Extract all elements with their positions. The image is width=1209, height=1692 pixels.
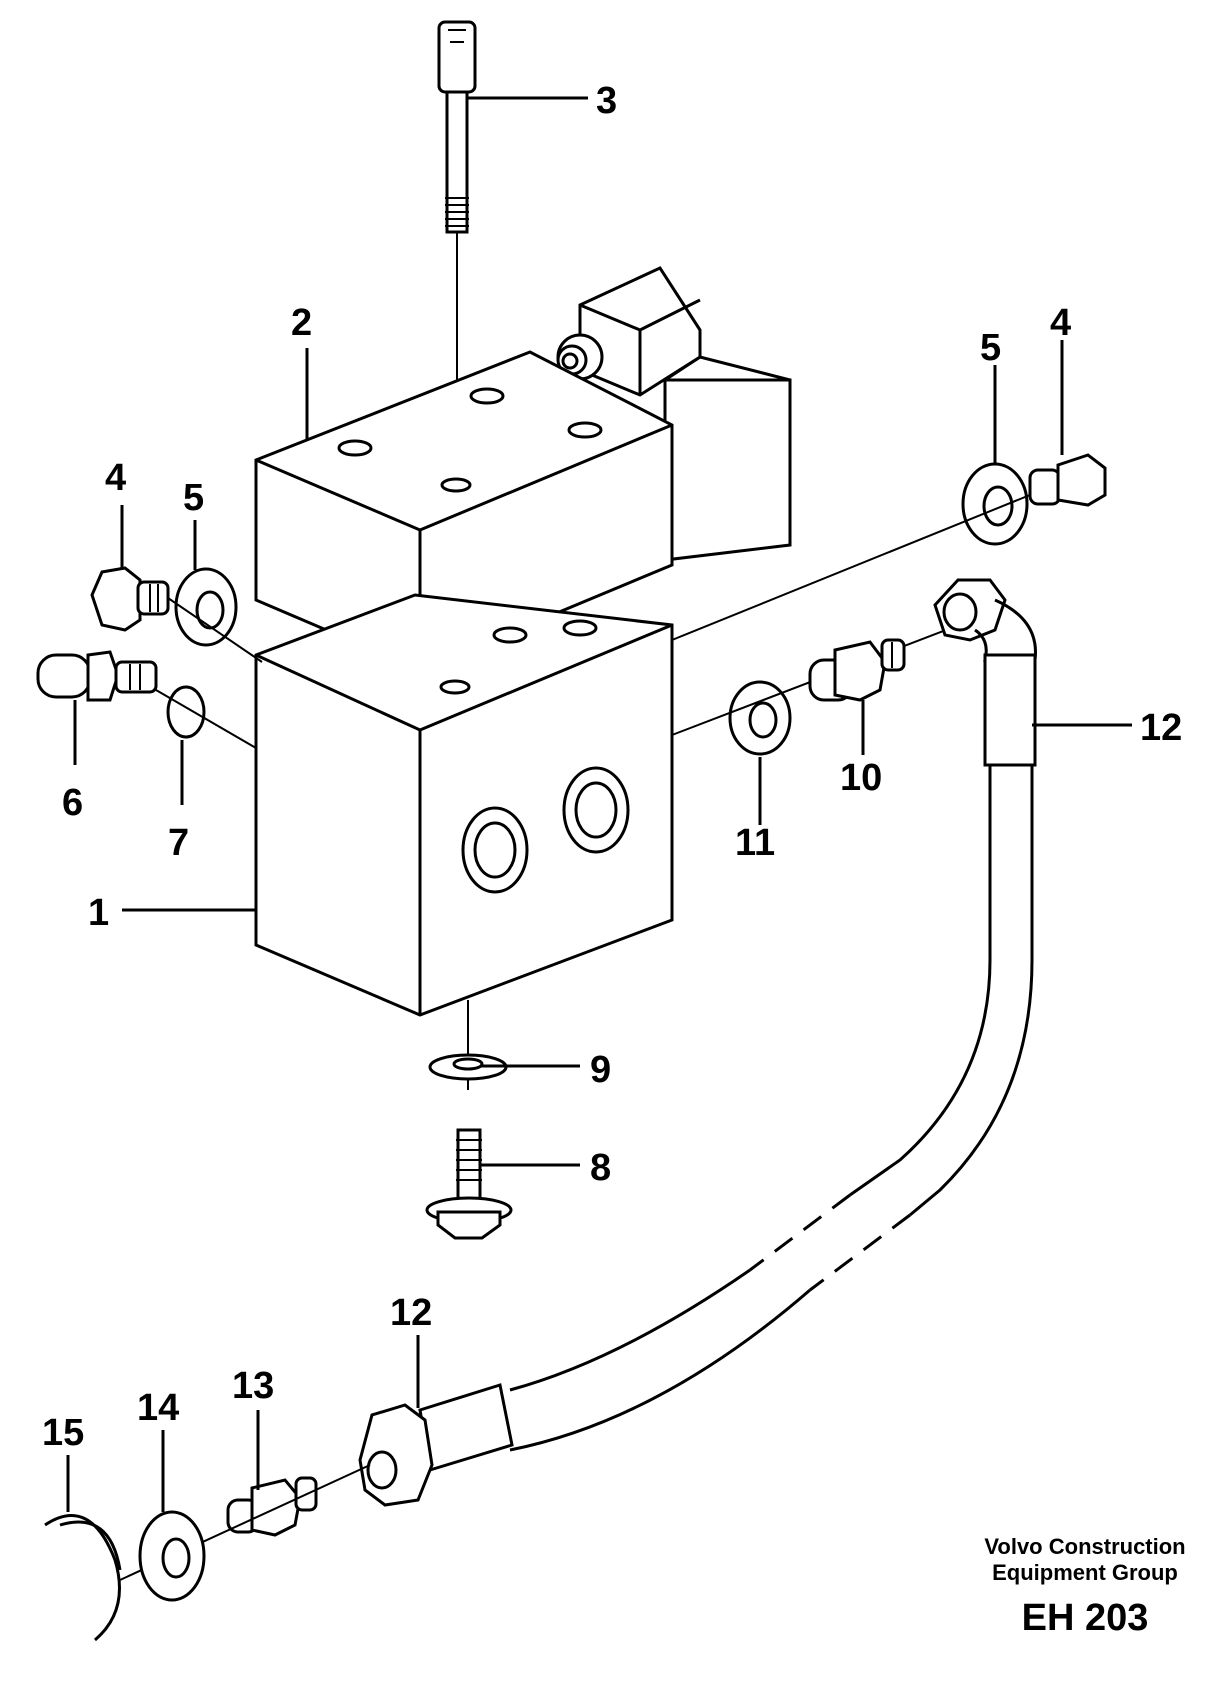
callout-6: 6 [62,782,83,824]
left-fitting-axis-line [155,689,257,749]
o-ring-part-7 [166,685,206,739]
housing-part-15 [44,1514,122,1642]
plug-part-4-right [1028,453,1107,507]
plug-part-4-left [90,566,170,632]
right-plug-axis-line [671,494,1031,641]
callout-labels: 3 2 4 5 5 4 6 7 1 9 8 11 10 12 12 13 14 … [42,80,1182,1454]
callout-10: 10 [840,757,882,799]
callout-1: 1 [88,892,109,934]
callout-14: 14 [137,1387,179,1429]
callout-12-upper: 12 [1140,707,1182,749]
solenoid-valve-part-2 [254,266,792,672]
sealing-washer-part-5-left [174,567,238,647]
bolt-part-8 [425,1128,513,1240]
callout-5-left: 5 [183,477,204,519]
sealing-washer-part-11 [728,680,792,756]
fitting-part-6 [36,650,158,702]
union-part-13 [226,1476,318,1537]
hose-assembly-part-12 [358,578,1037,1507]
company-name-line-1: Volvo Construction [984,1534,1185,1559]
callout-7: 7 [168,822,189,864]
sealing-washer-part-5-right [961,462,1029,546]
leader-lines [66,96,1132,1512]
footer-block: Volvo Construction Equipment Group EH 20… [984,1534,1185,1639]
callout-3: 3 [596,80,617,122]
callout-8: 8 [590,1147,611,1189]
callout-15: 15 [42,1412,84,1454]
company-name-line-2: Equipment Group [992,1560,1178,1585]
sealing-washer-part-14 [138,1510,206,1602]
valve-block-part-1 [254,593,674,1017]
drawing-code: EH 203 [1022,1597,1149,1639]
left-plug-axis-line [167,597,263,663]
union-part-10 [808,638,906,702]
callout-2: 2 [291,302,312,344]
callout-13: 13 [232,1365,274,1407]
callout-9: 9 [590,1049,611,1091]
callout-4-left: 4 [105,457,126,499]
callout-4-right: 4 [1050,302,1071,344]
callout-5-right: 5 [980,327,1001,369]
callout-11: 11 [735,822,775,864]
callout-12-lower: 12 [390,1292,432,1334]
cap-screw-part-3 [437,20,477,234]
